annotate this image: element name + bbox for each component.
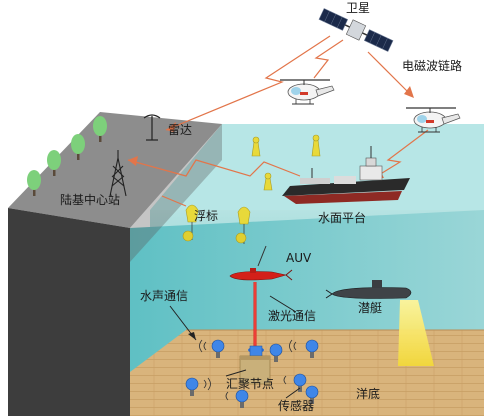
land-side [130, 124, 222, 262]
sink-node-icon [239, 345, 271, 385]
acoustic-comm-label: 水声通信 [140, 289, 189, 303]
buoy-label: 浮标 [194, 209, 219, 223]
helicopter-icon [280, 79, 335, 105]
laser-comm-label: 激光通信 [268, 309, 317, 323]
seabed-label: 洋底 [356, 387, 381, 401]
sensor-icon [225, 389, 249, 408]
auv-icon [229, 268, 293, 281]
shore-station-label: 陆基中心站 [60, 193, 121, 207]
sensor-icon [305, 385, 319, 404]
sink-node-label: 汇聚节点 [226, 377, 275, 391]
antenna-tower-icon [109, 150, 127, 197]
satellite-icon [318, 8, 394, 52]
satellite-label: 卫星 [346, 1, 371, 15]
tree-icon [27, 116, 107, 196]
auv-link [257, 245, 267, 267]
sensors [185, 339, 319, 408]
sensor-icon [199, 339, 225, 358]
land-front [8, 208, 130, 416]
radar-icon [143, 114, 161, 141]
sensor-icon [185, 377, 211, 396]
sensor-icon [283, 373, 307, 392]
ship-icon [282, 146, 410, 204]
helicopter-icon [406, 107, 461, 133]
auv-label: AUV [286, 251, 312, 265]
submarine-icon [325, 280, 412, 299]
buoy-icon [182, 134, 321, 244]
sensor-icon [269, 343, 283, 362]
pointer-arrowheads [188, 332, 196, 340]
em-link-label: 电磁波链路 [402, 59, 463, 73]
submarine-label: 潜艇 [358, 301, 383, 315]
signal-links [127, 35, 429, 207]
sensor-icon [289, 339, 319, 358]
submarine-light [398, 300, 434, 366]
land-block [8, 112, 222, 416]
surface-platform-label: 水面平台 [318, 211, 367, 225]
radar-label: 雷达 [168, 123, 193, 137]
sensor-label: 传感器 [278, 399, 315, 413]
